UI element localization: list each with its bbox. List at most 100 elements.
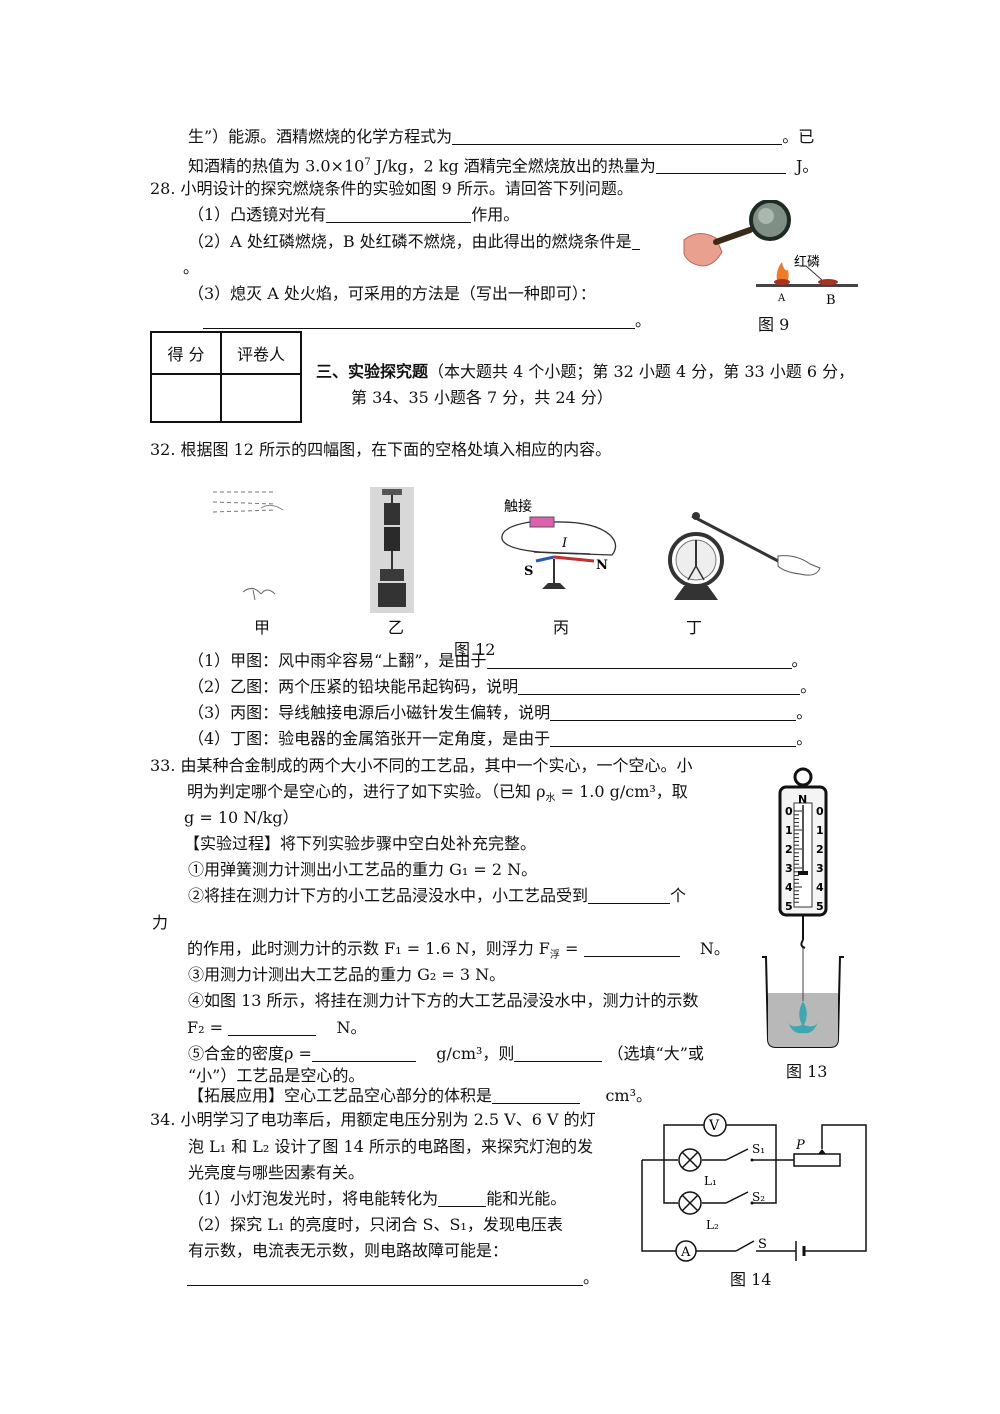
phosphorus-b [818, 279, 838, 285]
switch-s-label: S [758, 1237, 767, 1252]
answer-blank[interactable] [514, 1045, 603, 1062]
section-desc: （本大题共 4 个小题；第 32 小题 4 分，第 33 小题 6 分， [428, 362, 855, 381]
switch-s1-label: S₁ [752, 1142, 765, 1156]
text: ⑤合金的密度ρ = [188, 1044, 312, 1063]
text: （1）凸透镜对光有 [188, 205, 327, 224]
scale-number-right: 5 [816, 900, 824, 913]
stand-base [542, 583, 566, 589]
answer-blank[interactable] [550, 704, 797, 721]
q28-part1: （1）凸透镜对光有 作用。 [188, 205, 519, 225]
grader-cell[interactable] [220, 373, 302, 423]
pointer-line [805, 265, 823, 281]
q28-part3-answer: 。 [203, 311, 651, 331]
flame [776, 262, 789, 284]
exponent: 7 [364, 157, 371, 168]
text: （4）丁图：验电器的金属箔张开一定角度，是由于 [188, 729, 551, 748]
label-b: B [826, 293, 836, 308]
q32-item-1: （1）甲图：风中雨伞容易“上翻”，是由于。 [188, 651, 808, 671]
section-3-desc2: 第 34、35 小题各 7 分，共 24 分） [351, 388, 613, 407]
q32-item-3: （3）丙图：导线触接电源后小磁针发生偏转，说明。 [188, 703, 812, 723]
answer-blank[interactable] [326, 206, 472, 223]
scale-number-left: 4 [785, 881, 793, 894]
battery [529, 516, 555, 528]
foil-right [695, 565, 705, 581]
scale-ring [793, 767, 813, 787]
fig9-caption: 图 9 [758, 315, 790, 334]
text: 明为判定哪个是空心的，进行了如下实验。（已知 ρ [187, 782, 546, 801]
q33-line: ④如图 13 所示，将挂在测力计下方的大工艺品浸没水中，测力计的示数 [188, 991, 699, 1010]
q28-part2: （2）A 处红磷燃烧，B 处红磷不燃烧，由此得出的燃烧条件是 [188, 232, 640, 252]
text: = 1.0 g/cm³，取 [555, 782, 688, 801]
ammeter-label: A [680, 1245, 691, 1260]
switch-s2-label: S₂ [752, 1190, 765, 1204]
answer-blank[interactable] [187, 1269, 583, 1286]
scale-number-right: 1 [816, 824, 824, 837]
answer-blank[interactable] [452, 128, 783, 145]
q32-item-4: （4）丁图：验电器的金属箔张开一定角度，是由于 。 [188, 729, 812, 749]
scale-number-left: 1 [785, 824, 793, 837]
rheostat [793, 1153, 841, 1167]
answer-blank[interactable] [631, 233, 640, 250]
fig-label-bing: 丙 [553, 618, 570, 637]
score-cell[interactable] [150, 373, 222, 423]
text: F₂ = [187, 1018, 224, 1037]
section-3-heading: 三、实验探究题（本大题共 4 个小题；第 32 小题 4 分，第 33 小题 6… [316, 362, 854, 382]
scale-number-left: 3 [785, 862, 793, 875]
answer-blank[interactable] [655, 157, 786, 175]
lamp-l1-cross [681, 1151, 699, 1169]
q28-part2-end: 。 [183, 258, 200, 277]
q33-line: 【实验过程】将下列实验步骤中空白处补充完整。 [184, 834, 537, 853]
answer-blank[interactable] [311, 1045, 416, 1062]
switch-s [735, 1240, 755, 1252]
figure-9-lens-phosphorus: 红磷 A B [683, 200, 858, 308]
grader-header: 评卷人 [220, 331, 302, 375]
answer-blank[interactable] [518, 678, 801, 695]
text: 生”）能源。酒精燃烧的化学方程式为 [188, 127, 453, 146]
answer-blank[interactable] [550, 730, 797, 747]
q33-line: ②将挂在测力计下方的小工艺品浸没水中，小工艺品受到个 [188, 886, 686, 906]
text: 。 [796, 729, 813, 748]
q34-line: （1）小灯泡发光时，将电能转化为能和光能。 [188, 1189, 566, 1209]
q33-line: 33. 由某种合金制成的两个大小不同的工艺品，其中一个实心，一个空心。小 [150, 756, 693, 775]
weight-2 [378, 583, 406, 607]
scale-number-right: 4 [816, 881, 824, 894]
scale-number-left: 5 [785, 900, 793, 913]
text: 作用。 [471, 205, 520, 224]
circuit-wires [641, 1124, 867, 1252]
figure-yi-lead-blocks [370, 487, 414, 613]
text: J/kg，2 kg 酒精完全燃烧放出的热量为 [370, 156, 656, 176]
switch-s2-contact [750, 1201, 754, 1205]
top-ball [692, 512, 700, 520]
needle-s [535, 555, 555, 563]
answer-blank[interactable] [228, 1019, 317, 1036]
scale-number-right: 2 [816, 843, 824, 856]
q32-item-2: （2）乙图：两个压紧的铅块能吊起钩码，说明。 [188, 677, 816, 697]
q33-line: g = 10 N/kg） [184, 808, 299, 827]
foil-left [687, 565, 697, 581]
text: 。 [583, 1268, 600, 1287]
lamp-l2-label: L₂ [706, 1218, 719, 1232]
text-line: 生”）能源。酒精燃烧的化学方程式为。已 [188, 127, 814, 147]
text: （1）小灯泡发光时，将电能转化为 [188, 1189, 439, 1208]
q34-line: 光亮度与哪些因素有关。 [188, 1163, 365, 1182]
answer-blank[interactable] [486, 652, 792, 669]
q32-stem: 32. 根据图 12 所示的四幅图，在下面的空格处填入相应的内容。 [150, 440, 612, 459]
figure-ding-electroscope [668, 512, 821, 600]
section-title: 三、实验探究题 [316, 362, 429, 381]
answer-blank[interactable] [438, 1190, 487, 1207]
text: （2）A 处红磷燃烧，B 处红磷不燃烧，由此得出的燃烧条件是 [188, 232, 632, 251]
ammeter [675, 1240, 697, 1262]
lead-block-2 [384, 527, 400, 551]
score-header: 得 分 [150, 331, 222, 375]
answer-blank[interactable] [203, 312, 635, 329]
answer-blank[interactable] [492, 1087, 581, 1104]
answer-blank[interactable] [588, 887, 671, 904]
lens-handle [713, 227, 753, 245]
figure-bing-oersted: 触接 I S N [501, 498, 617, 589]
label-a: A [777, 293, 786, 304]
text: 。 [791, 651, 808, 670]
text: N。 [699, 939, 730, 958]
answer-blank[interactable] [583, 940, 680, 957]
